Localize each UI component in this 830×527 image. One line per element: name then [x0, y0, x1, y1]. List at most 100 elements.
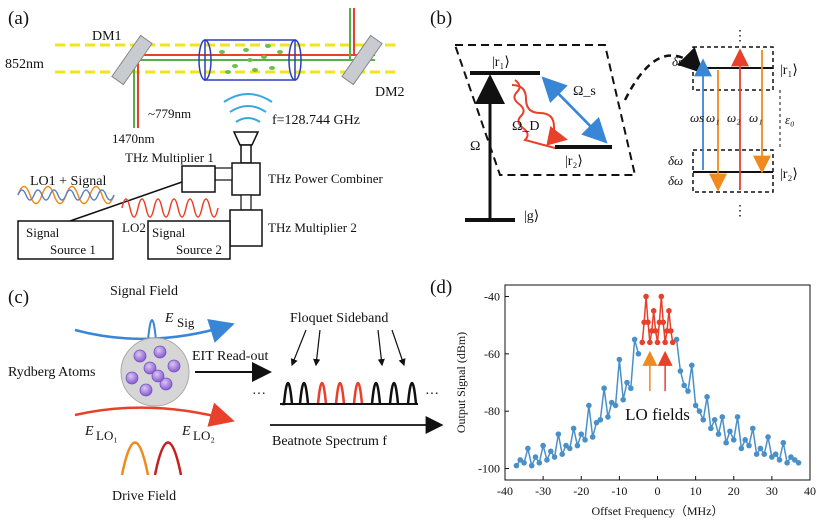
data-point: [608, 399, 615, 406]
data-point: [761, 451, 768, 457]
e-sig-sub: Sig: [177, 315, 195, 330]
delta-s-label: δs: [672, 54, 683, 69]
w1b-label: ω₁: [749, 110, 763, 125]
r2-right-label: |r₂⟩: [780, 167, 798, 182]
data-point: [536, 459, 543, 466]
thz-multiplier-1-label: THz Multiplier 1: [125, 150, 214, 165]
data-point: [780, 439, 787, 446]
x-tick-label: 20: [728, 484, 740, 498]
data-point: [635, 351, 642, 357]
zoom-arrow: [623, 47, 704, 101]
data-point: [730, 437, 737, 443]
data-point: [662, 339, 668, 346]
eit-readout-label: EIT Read-out: [192, 349, 268, 364]
signal-source-1-box: [17, 220, 114, 260]
data-point: [589, 434, 596, 440]
data-point: [708, 425, 714, 432]
label-1470nm: 1470nm: [112, 131, 155, 146]
thz-power-combiner-label: THz Power Combiner: [268, 171, 383, 186]
eps0-label: ε₀: [785, 112, 795, 127]
data-point: [654, 339, 661, 346]
data-point: [597, 416, 604, 423]
data-point: [570, 425, 577, 432]
label-852nm: 852nm: [5, 57, 44, 72]
lo1-signal-label: LO1 + Signal: [30, 174, 106, 189]
horn-antenna: [232, 131, 260, 146]
combiner-lower-guide: [240, 194, 252, 211]
data-point: [776, 457, 783, 463]
data-point: [753, 451, 760, 457]
data-point: [647, 339, 653, 346]
data-point: [750, 425, 756, 432]
data-point: [513, 462, 520, 469]
omega-d-label: Ω_D: [512, 119, 540, 134]
data-point: [784, 459, 790, 466]
series-line-lo: [641, 296, 674, 343]
data-point: [574, 442, 581, 449]
data-point: [660, 319, 667, 326]
x-tick-label: 40: [804, 484, 816, 498]
data-point: [578, 431, 585, 437]
data-point: [540, 442, 546, 449]
signal-source-2-box: [147, 220, 231, 260]
panel-b-label: (b): [430, 8, 452, 29]
r1-label: |r₁⟩: [492, 55, 510, 70]
e-lo1-label: E: [84, 424, 94, 439]
panel-c-label: (c): [8, 287, 29, 308]
e-lo2-label: E: [181, 424, 191, 439]
data-point: [757, 445, 764, 452]
e-lo2-sub: LO₂: [193, 428, 215, 443]
thz-multiplier-2-box: [229, 209, 263, 247]
data-point: [681, 382, 687, 389]
data-point: [685, 388, 691, 394]
data-point: [689, 362, 695, 369]
lo-fields-label: LO fields: [625, 405, 690, 424]
dots-bottom: ⋮: [733, 204, 747, 219]
delta-omega-label-2: δω: [668, 173, 683, 188]
data-point: [696, 408, 703, 414]
y-tick-label: -80: [484, 404, 500, 418]
data-point: [742, 437, 748, 443]
dm2-mirror: [341, 34, 383, 86]
data-point: [645, 319, 651, 326]
signal-source-2-line2: Source 2: [176, 242, 222, 257]
vapor-cell: [204, 39, 296, 81]
waveguide: [240, 144, 252, 164]
data-point: [544, 457, 550, 463]
panel-a-label: (a): [8, 8, 29, 29]
dm1-label: DM1: [92, 29, 122, 44]
rydberg-atoms: [125, 345, 181, 397]
e-sig-label: E: [164, 311, 174, 326]
floquet-pointer-3: [377, 329, 385, 367]
data-point: [700, 416, 707, 423]
drive-field-arrow: [74, 402, 235, 427]
beatnote-label: Beatnote Spectrum f: [272, 434, 387, 449]
x-axis-label: Offset Frequency（MHz）: [591, 504, 723, 518]
dressed-level-box: [453, 44, 637, 176]
omega-label: Ω: [470, 139, 480, 154]
data-point: [563, 442, 569, 449]
x-tick-label: 0: [655, 484, 661, 498]
data-point: [551, 454, 558, 460]
data-point: [677, 368, 684, 374]
floquet-sideband-label: Floquet Sideband: [290, 311, 388, 326]
signal-pulse: [147, 319, 157, 341]
data-point: [652, 328, 659, 334]
signal-field-label: Signal Field: [110, 284, 178, 299]
frequency-label: f=128.744 GHz: [272, 113, 360, 128]
floquet-pointer-1: [290, 329, 307, 367]
data-point: [624, 379, 630, 386]
omega-s-arrow-back: [541, 76, 605, 141]
omega-d-wavy: [513, 79, 556, 149]
data-point: [669, 339, 676, 346]
data-point: [715, 431, 722, 437]
data-point: [601, 385, 607, 392]
data-point: [582, 437, 588, 443]
data-point: [612, 402, 619, 409]
data-point: [643, 293, 649, 300]
vapor-cell-right-cap: [288, 39, 302, 81]
data-point: [738, 445, 745, 452]
data-point: [666, 308, 672, 314]
